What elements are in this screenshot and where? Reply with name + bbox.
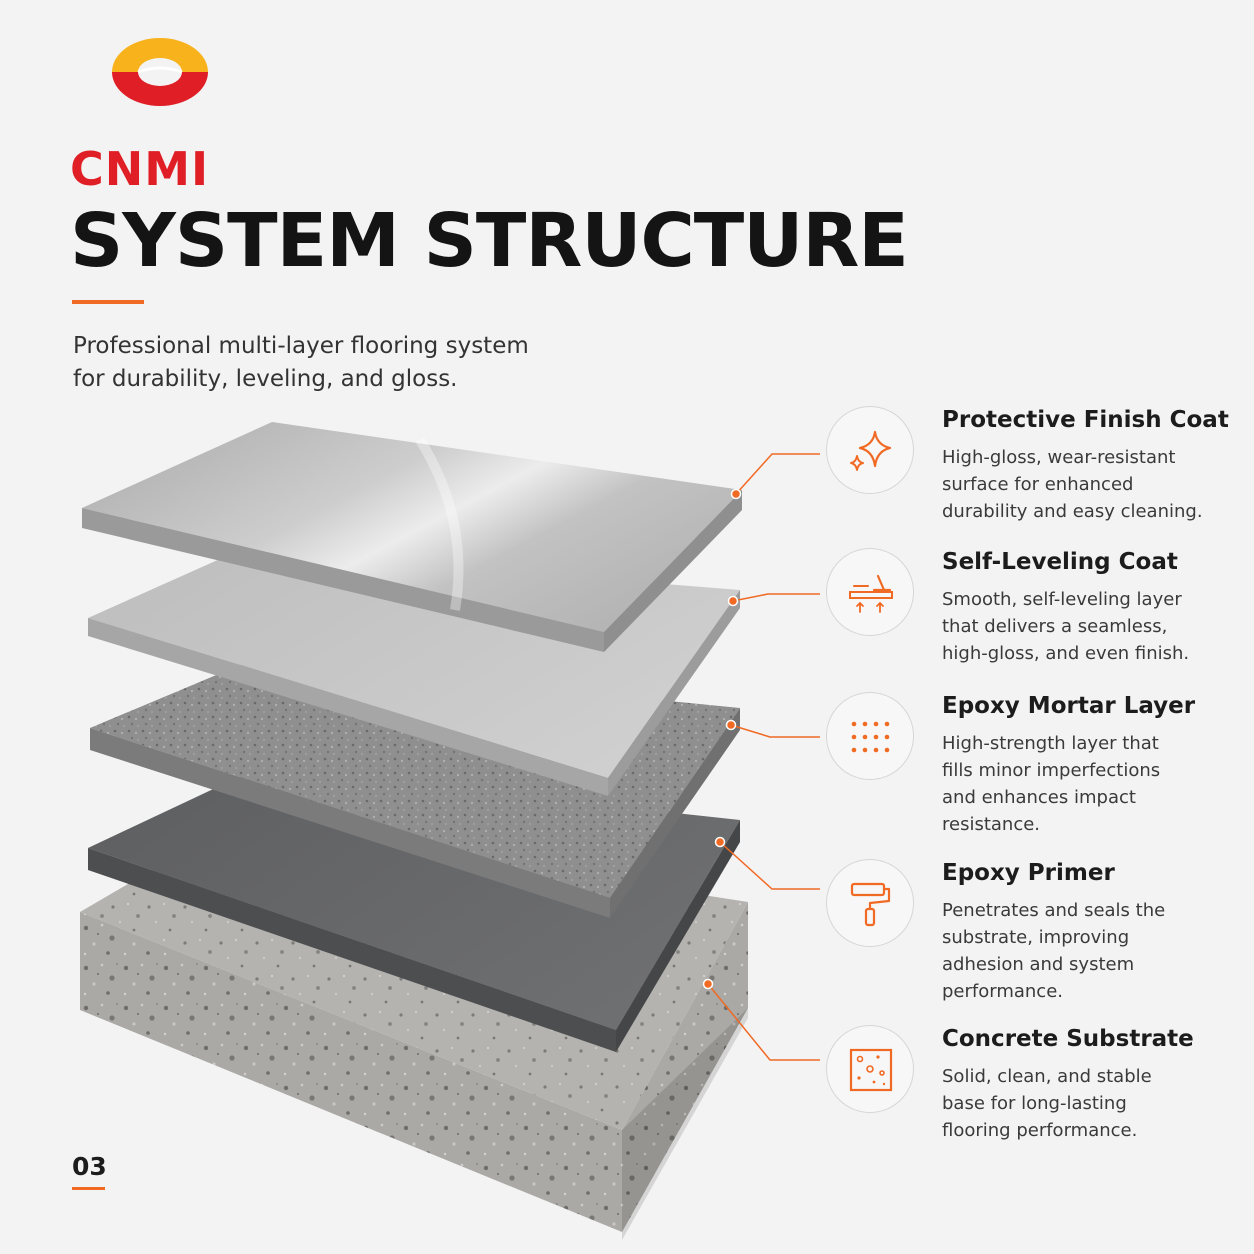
description-line: and enhances impact [942,787,1136,808]
concrete-texture-icon [849,1048,893,1092]
layer-title: Protective Finish Coat [942,407,1229,433]
subtitle-line: for durability, leveling, and gloss. [73,366,458,392]
description-line: surface for enhanced [942,474,1134,495]
cnmi-ring-icon [112,38,208,106]
connector-concrete [707,983,820,1061]
title-underline [72,300,144,304]
layer-title: Epoxy Primer [942,860,1115,886]
page-title: SYSTEM STRUCTURE [70,198,909,284]
brand-logo: CNMI [70,34,250,192]
description-line: Penetrates and seals the [942,900,1166,921]
description-line: that delivers a seamless, [942,616,1168,637]
description-line: High-gloss, wear-resistant [942,447,1176,468]
description-line: flooring performance. [942,1120,1138,1141]
page-number: 03 [72,1152,107,1181]
connector-primer [719,841,820,890]
description-line: adhesion and system [942,954,1135,975]
layer-title: Concrete Substrate [942,1026,1194,1052]
dots-grid-icon [851,721,890,753]
icon-badge [826,548,914,636]
icon-badge [826,406,914,494]
connector-mortar [730,724,820,738]
layer-description: Smooth, self-leveling layer that deliver… [942,586,1242,667]
icon-badge [826,692,914,780]
callout-dots [702,488,742,990]
callout-connectors [707,453,820,1061]
sparkle-icon [850,430,892,471]
page-number-underline [72,1187,105,1190]
description-line: substrate, improving [942,927,1130,948]
description-line: High-strength layer that [942,733,1159,754]
protective-finish-slab [82,422,742,652]
layer-description: High-gloss, wear-resistant surface for e… [942,444,1242,525]
layer-description: Penetrates and seals the substrate, impr… [942,897,1242,1005]
layer-description: Solid, clean, and stable base for long-l… [942,1063,1242,1144]
description-line: resistance. [942,814,1041,835]
description-line: performance. [942,981,1063,1002]
connector-leveling [732,593,820,602]
icon-badge [826,859,914,947]
layer-title: Self-Leveling Coat [942,549,1178,575]
layer-description: High-strength layer that fills minor imp… [942,730,1242,838]
layer-title: Epoxy Mortar Layer [942,693,1196,719]
brand-name: CNMI [70,142,210,196]
connector-finish [735,453,820,495]
page-subtitle: Professional multi-layer flooring system… [73,330,593,396]
description-line: fills minor imperfections [942,760,1161,781]
paint-roller-icon [850,882,891,927]
subtitle-line: Professional multi-layer flooring system [73,333,529,359]
description-line: base for long-lasting [942,1093,1127,1114]
description-line: high-gloss, and even finish. [942,643,1190,664]
description-line: durability and easy cleaning. [942,501,1203,522]
description-line: Solid, clean, and stable [942,1066,1152,1087]
icon-badge [826,1025,914,1113]
description-line: Smooth, self-leveling layer [942,589,1182,610]
leveling-trowel-icon [849,574,893,613]
